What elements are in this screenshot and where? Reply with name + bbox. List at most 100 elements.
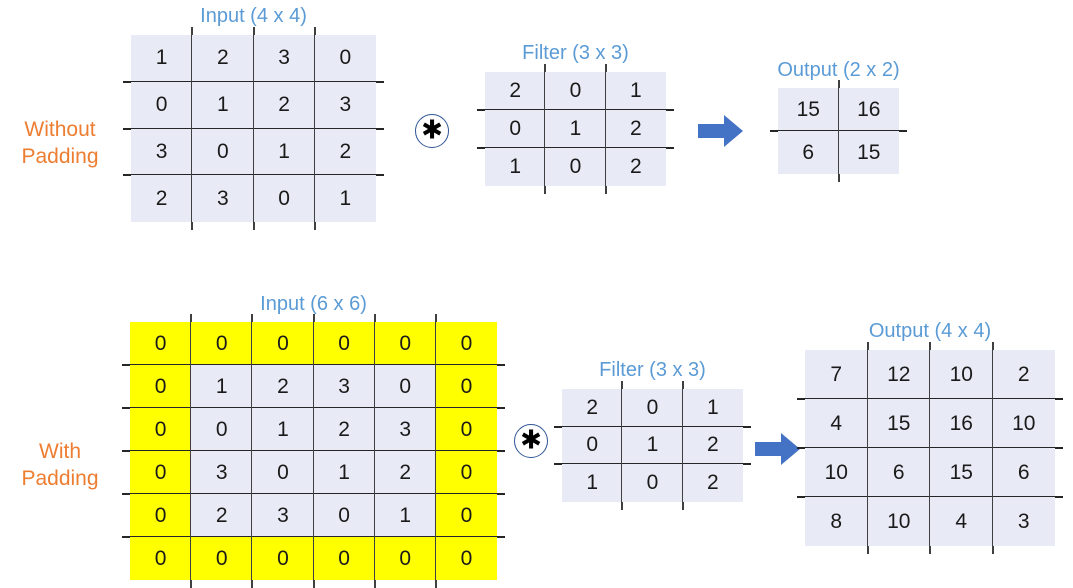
input-bottom-cell: 0 xyxy=(252,451,315,495)
output-bottom-cell: 12 xyxy=(867,342,931,400)
section-label-line2: Padding xyxy=(21,467,99,490)
filter-top-cell: 1 xyxy=(605,72,675,111)
input-bottom-cell: 2 xyxy=(313,408,376,452)
input-top-cell: 3 xyxy=(122,128,194,176)
input-bottom-cell: 0 xyxy=(435,408,506,452)
input-bottom-cell: 0 xyxy=(130,537,193,588)
output-bottom-cell: 6 xyxy=(867,448,931,498)
filter-top-cell: 2 xyxy=(605,110,675,149)
input-top-cell: 0 xyxy=(314,35,385,83)
output-top-cell: 6 xyxy=(778,131,839,182)
output-top-cell: 16 xyxy=(838,88,907,132)
input-bottom-cell: 0 xyxy=(313,314,376,366)
filter-top-cell: 0 xyxy=(476,110,547,149)
input-bottom-cell: 1 xyxy=(191,365,254,409)
input-bottom-cell: 0 xyxy=(435,365,506,409)
input-bottom-cell: 0 xyxy=(252,537,315,588)
input-top-cell: 3 xyxy=(314,81,385,130)
input-bottom-cell: 0 xyxy=(121,314,193,366)
output-bottom-cell: 10 xyxy=(867,497,931,554)
section-label-without-padding: Without Padding xyxy=(0,116,120,170)
output-bottom-cell: 10 xyxy=(992,399,1063,449)
output-bottom-cell: 15 xyxy=(930,448,993,498)
input-bottom-cell: 0 xyxy=(121,494,193,538)
input-top-cell: 1 xyxy=(122,27,194,83)
input-bottom-cell: 0 xyxy=(313,537,376,588)
input-bottom-cell: 0 xyxy=(374,537,438,588)
input-top-cell: 0 xyxy=(192,128,255,176)
input-top-cell: 2 xyxy=(253,81,317,130)
input-top-cell: 1 xyxy=(314,175,376,222)
output-bottom-cell: 7 xyxy=(797,342,868,400)
input-bottom-cell: 0 xyxy=(121,451,193,495)
output-bottom-cell: 2 xyxy=(992,350,1063,400)
input-bottom-cell: 0 xyxy=(121,408,193,452)
section-label-line1: Without xyxy=(24,118,96,141)
filter-title-top: Filter (3 x 3) xyxy=(522,42,629,64)
input-top-cell: 2 xyxy=(314,128,385,176)
input-bottom-cell: 0 xyxy=(374,365,438,409)
output-bottom-cell: 6 xyxy=(992,448,1063,498)
filter-bottom-cell: 1 xyxy=(622,426,684,465)
filter-title-bottom: Filter (3 x 3) xyxy=(599,359,706,381)
section-label-line2: Padding xyxy=(21,145,99,168)
filter-bottom-cell: 2 xyxy=(682,426,752,465)
output-top-cell: 15 xyxy=(838,131,899,174)
input-top-cell: 2 xyxy=(131,175,194,230)
result-arrow-icon-top xyxy=(698,114,744,148)
section-label-line1: With xyxy=(39,440,81,463)
section-label-with-padding: With Padding xyxy=(0,438,120,492)
asterisk-glyph: ✱ xyxy=(421,115,443,146)
input-title-top: Input (4 x 4) xyxy=(200,5,307,27)
filter-top-cell: 2 xyxy=(476,64,547,111)
filter-bottom-cell: 1 xyxy=(562,464,624,510)
filter-top-cell: 2 xyxy=(605,148,666,186)
output-top-cell: 15 xyxy=(770,80,839,132)
input-bottom-cell: 0 xyxy=(191,537,254,588)
input-bottom-cell: 0 xyxy=(374,314,438,366)
convolution-operator-icon-bottom: ✱ xyxy=(514,424,548,458)
input-bottom-cell: 0 xyxy=(121,365,193,409)
filter-top-cell: 0 xyxy=(545,148,607,194)
filter-bottom-cell: 2 xyxy=(553,381,624,428)
input-bottom-cell: 3 xyxy=(374,408,438,452)
filter-bottom-cell: 0 xyxy=(553,426,624,465)
input-top-cell: 3 xyxy=(253,27,317,83)
input-bottom-cell: 0 xyxy=(313,494,376,538)
output-bottom-cell: 3 xyxy=(992,497,1055,546)
output-bottom-cell: 16 xyxy=(930,399,993,449)
input-top-cell: 3 xyxy=(192,175,255,230)
input-bottom-cell: 2 xyxy=(252,365,315,409)
input-bottom-cell: 3 xyxy=(252,494,315,538)
input-bottom-cell: 1 xyxy=(252,408,315,452)
output-bottom-cell: 10 xyxy=(930,342,993,400)
input-bottom-cell: 0 xyxy=(435,451,506,495)
output-bottom-cell: 15 xyxy=(867,399,931,449)
output-bottom-cell: 4 xyxy=(797,399,868,449)
input-bottom-cell: 0 xyxy=(435,494,506,538)
filter-top-cell: 1 xyxy=(545,110,607,149)
filter-bottom-cell: 0 xyxy=(622,381,684,428)
input-title-bottom: Input (6 x 6) xyxy=(260,293,367,315)
input-bottom-cell: 3 xyxy=(313,365,376,409)
input-bottom-cell: 2 xyxy=(191,494,254,538)
asterisk-glyph: ✱ xyxy=(520,425,542,456)
input-top-cell: 2 xyxy=(192,27,255,83)
input-bottom-cell: 0 xyxy=(191,408,254,452)
filter-bottom-cell: 2 xyxy=(682,464,743,502)
input-top-cell: 0 xyxy=(122,81,194,130)
result-arrow-icon-bottom xyxy=(755,432,801,466)
input-bottom-cell: 1 xyxy=(313,451,376,495)
input-top-cell: 1 xyxy=(253,128,317,176)
output-title-top: Output (2 x 2) xyxy=(777,59,900,81)
input-top-cell: 1 xyxy=(192,81,255,130)
output-bottom-cell: 8 xyxy=(805,497,868,554)
filter-top-cell: 1 xyxy=(485,148,547,194)
filter-bottom-cell: 1 xyxy=(682,389,752,428)
